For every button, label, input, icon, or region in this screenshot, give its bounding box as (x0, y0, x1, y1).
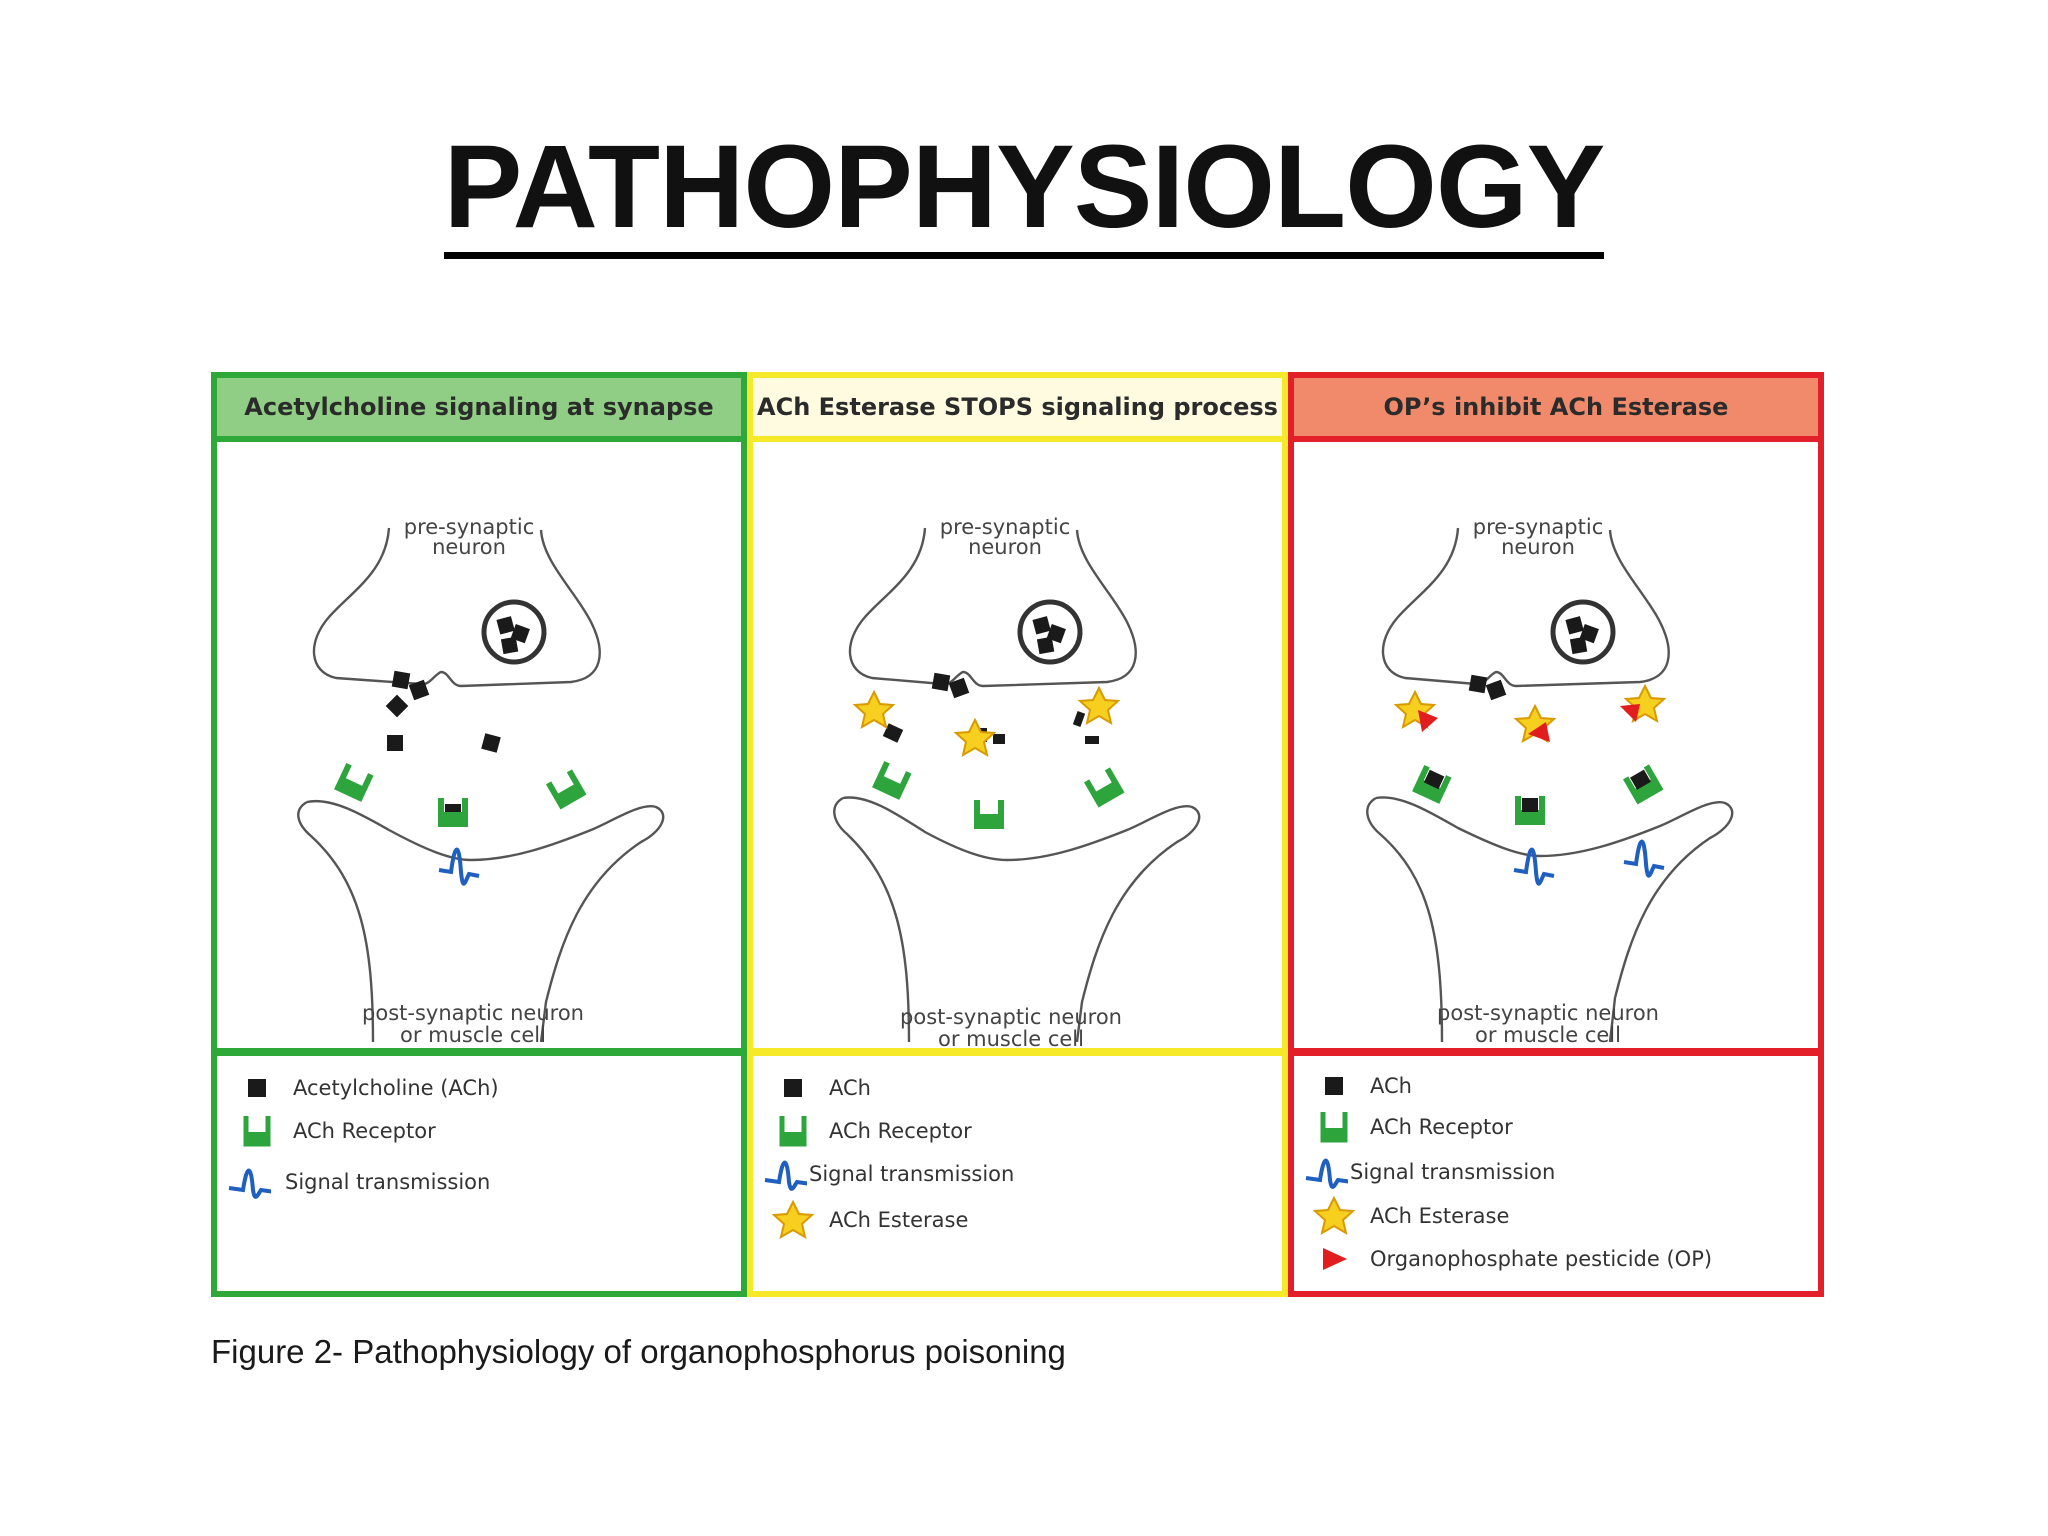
receptor-icon (1312, 1107, 1356, 1147)
slide-title-text: PATHOPHYSIOLOGY (443, 128, 1605, 259)
post-synaptic-membrane (842, 796, 1201, 1043)
legend-item: Signal transmission (227, 1162, 490, 1202)
pre-synaptic-label-2: neuron (968, 535, 1042, 559)
synapse-diagram: pre-synaptic neuron (1366, 515, 1734, 1047)
panel-ach-signaling: Acetylcholine signaling at synapse pre-s… (211, 372, 747, 1297)
pre-synaptic-membrane (312, 527, 601, 688)
legend-item: Acetylcholine (ACh) (235, 1068, 499, 1108)
legend-label: Signal transmission (285, 1170, 491, 1194)
post-synaptic-label-1: post-synaptic neuron (362, 1001, 584, 1025)
esterase-stars (852, 685, 1121, 758)
figure: Acetylcholine signaling at synapse pre-s… (211, 372, 1824, 1297)
legend-item: Organophosphate pesticide (OP) (1312, 1239, 1712, 1279)
post-synaptic-label-2: or muscle cell (400, 1023, 546, 1047)
post-synaptic-label-2: or muscle cell (938, 1027, 1084, 1051)
ach-molecules (385, 670, 501, 820)
receptors (1412, 764, 1664, 825)
legend-label: ACh Receptor (293, 1119, 436, 1143)
pre-synaptic-label-1: pre-synaptic (404, 515, 535, 539)
esterase-star-icon (771, 1200, 815, 1240)
post-synaptic-label-1: post-synaptic neuron (900, 1005, 1122, 1029)
panel-header: Acetylcholine signaling at synapse (211, 372, 747, 442)
panel-header: ACh Esterase STOPS signaling process (747, 372, 1288, 442)
pre-synaptic-membrane (848, 527, 1137, 688)
receptors (334, 762, 587, 827)
panel-header: OP’s inhibit ACh Esterase (1288, 372, 1824, 442)
legend-label: Signal transmission (809, 1162, 1015, 1186)
pre-synaptic-label-1: pre-synaptic (940, 515, 1071, 539)
vesicle (481, 599, 547, 665)
legend-item: Signal transmission (763, 1154, 1014, 1194)
legend-item: ACh Esterase (1312, 1196, 1509, 1236)
signal-wave (438, 847, 480, 886)
signal-wave (1623, 839, 1665, 878)
ach-square-icon (235, 1068, 279, 1108)
legend-label: Organophosphate pesticide (OP) (1370, 1247, 1713, 1271)
legend-label: ACh (1370, 1074, 1412, 1098)
pre-synaptic-label-2: neuron (432, 535, 506, 559)
post-synaptic-label-2: or muscle cell (1475, 1023, 1621, 1047)
signal-icon (763, 1154, 807, 1194)
vesicle (1017, 599, 1083, 665)
legend-label: Signal transmission (1350, 1160, 1556, 1184)
panel-esterase-stops: ACh Esterase STOPS signaling process pre… (747, 372, 1288, 1297)
receptor-icon (771, 1111, 815, 1151)
panel-op-inhibit: OP’s inhibit ACh Esterase pre-synaptic n… (1288, 372, 1824, 1297)
post-synaptic-membrane (306, 799, 665, 1043)
synapse-diagram: pre-synaptic neuron (833, 515, 1201, 1051)
legend-item: Signal transmission (1304, 1152, 1555, 1192)
legend-label: ACh (829, 1076, 871, 1100)
receptor-icon (235, 1111, 279, 1151)
receptors (872, 760, 1125, 829)
post-synaptic-membrane (1375, 796, 1734, 1043)
op-molecules (1418, 704, 1640, 742)
legend-item: ACh (1312, 1066, 1412, 1106)
ach-square-icon (1312, 1066, 1356, 1106)
signal-icon (227, 1162, 271, 1202)
legend: Acetylcholine (ACh) ACh Receptor Signal … (211, 1050, 747, 1297)
legend-item: ACh Receptor (235, 1111, 436, 1151)
legend-label: ACh Esterase (1370, 1204, 1510, 1228)
synapse-diagram: pre-synaptic neuron po (297, 515, 665, 1047)
figure-caption: Figure 2- Pathophysiology of organophosp… (211, 1333, 1066, 1370)
legend-label: Acetylcholine (ACh) (293, 1076, 499, 1100)
ach-molecules (1468, 674, 1507, 701)
legend-item: ACh Receptor (1312, 1107, 1513, 1147)
legend-item: ACh Esterase (771, 1200, 968, 1240)
legend-label: ACh Receptor (829, 1119, 972, 1143)
legend: ACh ACh Receptor Signal transmission ACh… (1288, 1050, 1824, 1297)
signal-icon (1304, 1152, 1348, 1192)
op-triangle-icon (1312, 1239, 1356, 1279)
legend-item: ACh (771, 1068, 871, 1108)
vesicle (1550, 599, 1616, 665)
slide-title: PATHOPHYSIOLOGY (0, 128, 2048, 259)
legend-label: ACh Esterase (829, 1208, 969, 1232)
legend-item: ACh Receptor (771, 1111, 972, 1151)
ach-square-icon (771, 1068, 815, 1108)
esterase-star-icon (1312, 1196, 1356, 1236)
pre-synaptic-membrane (1381, 527, 1670, 688)
legend-label: ACh Receptor (1370, 1115, 1513, 1139)
pre-synaptic-label-1: pre-synaptic (1473, 515, 1604, 539)
post-synaptic-label-1: post-synaptic neuron (1437, 1001, 1659, 1025)
signal-wave (1513, 847, 1555, 886)
pre-synaptic-label-2: neuron (1501, 535, 1575, 559)
legend: ACh ACh Receptor Signal transmission ACh… (747, 1050, 1288, 1297)
